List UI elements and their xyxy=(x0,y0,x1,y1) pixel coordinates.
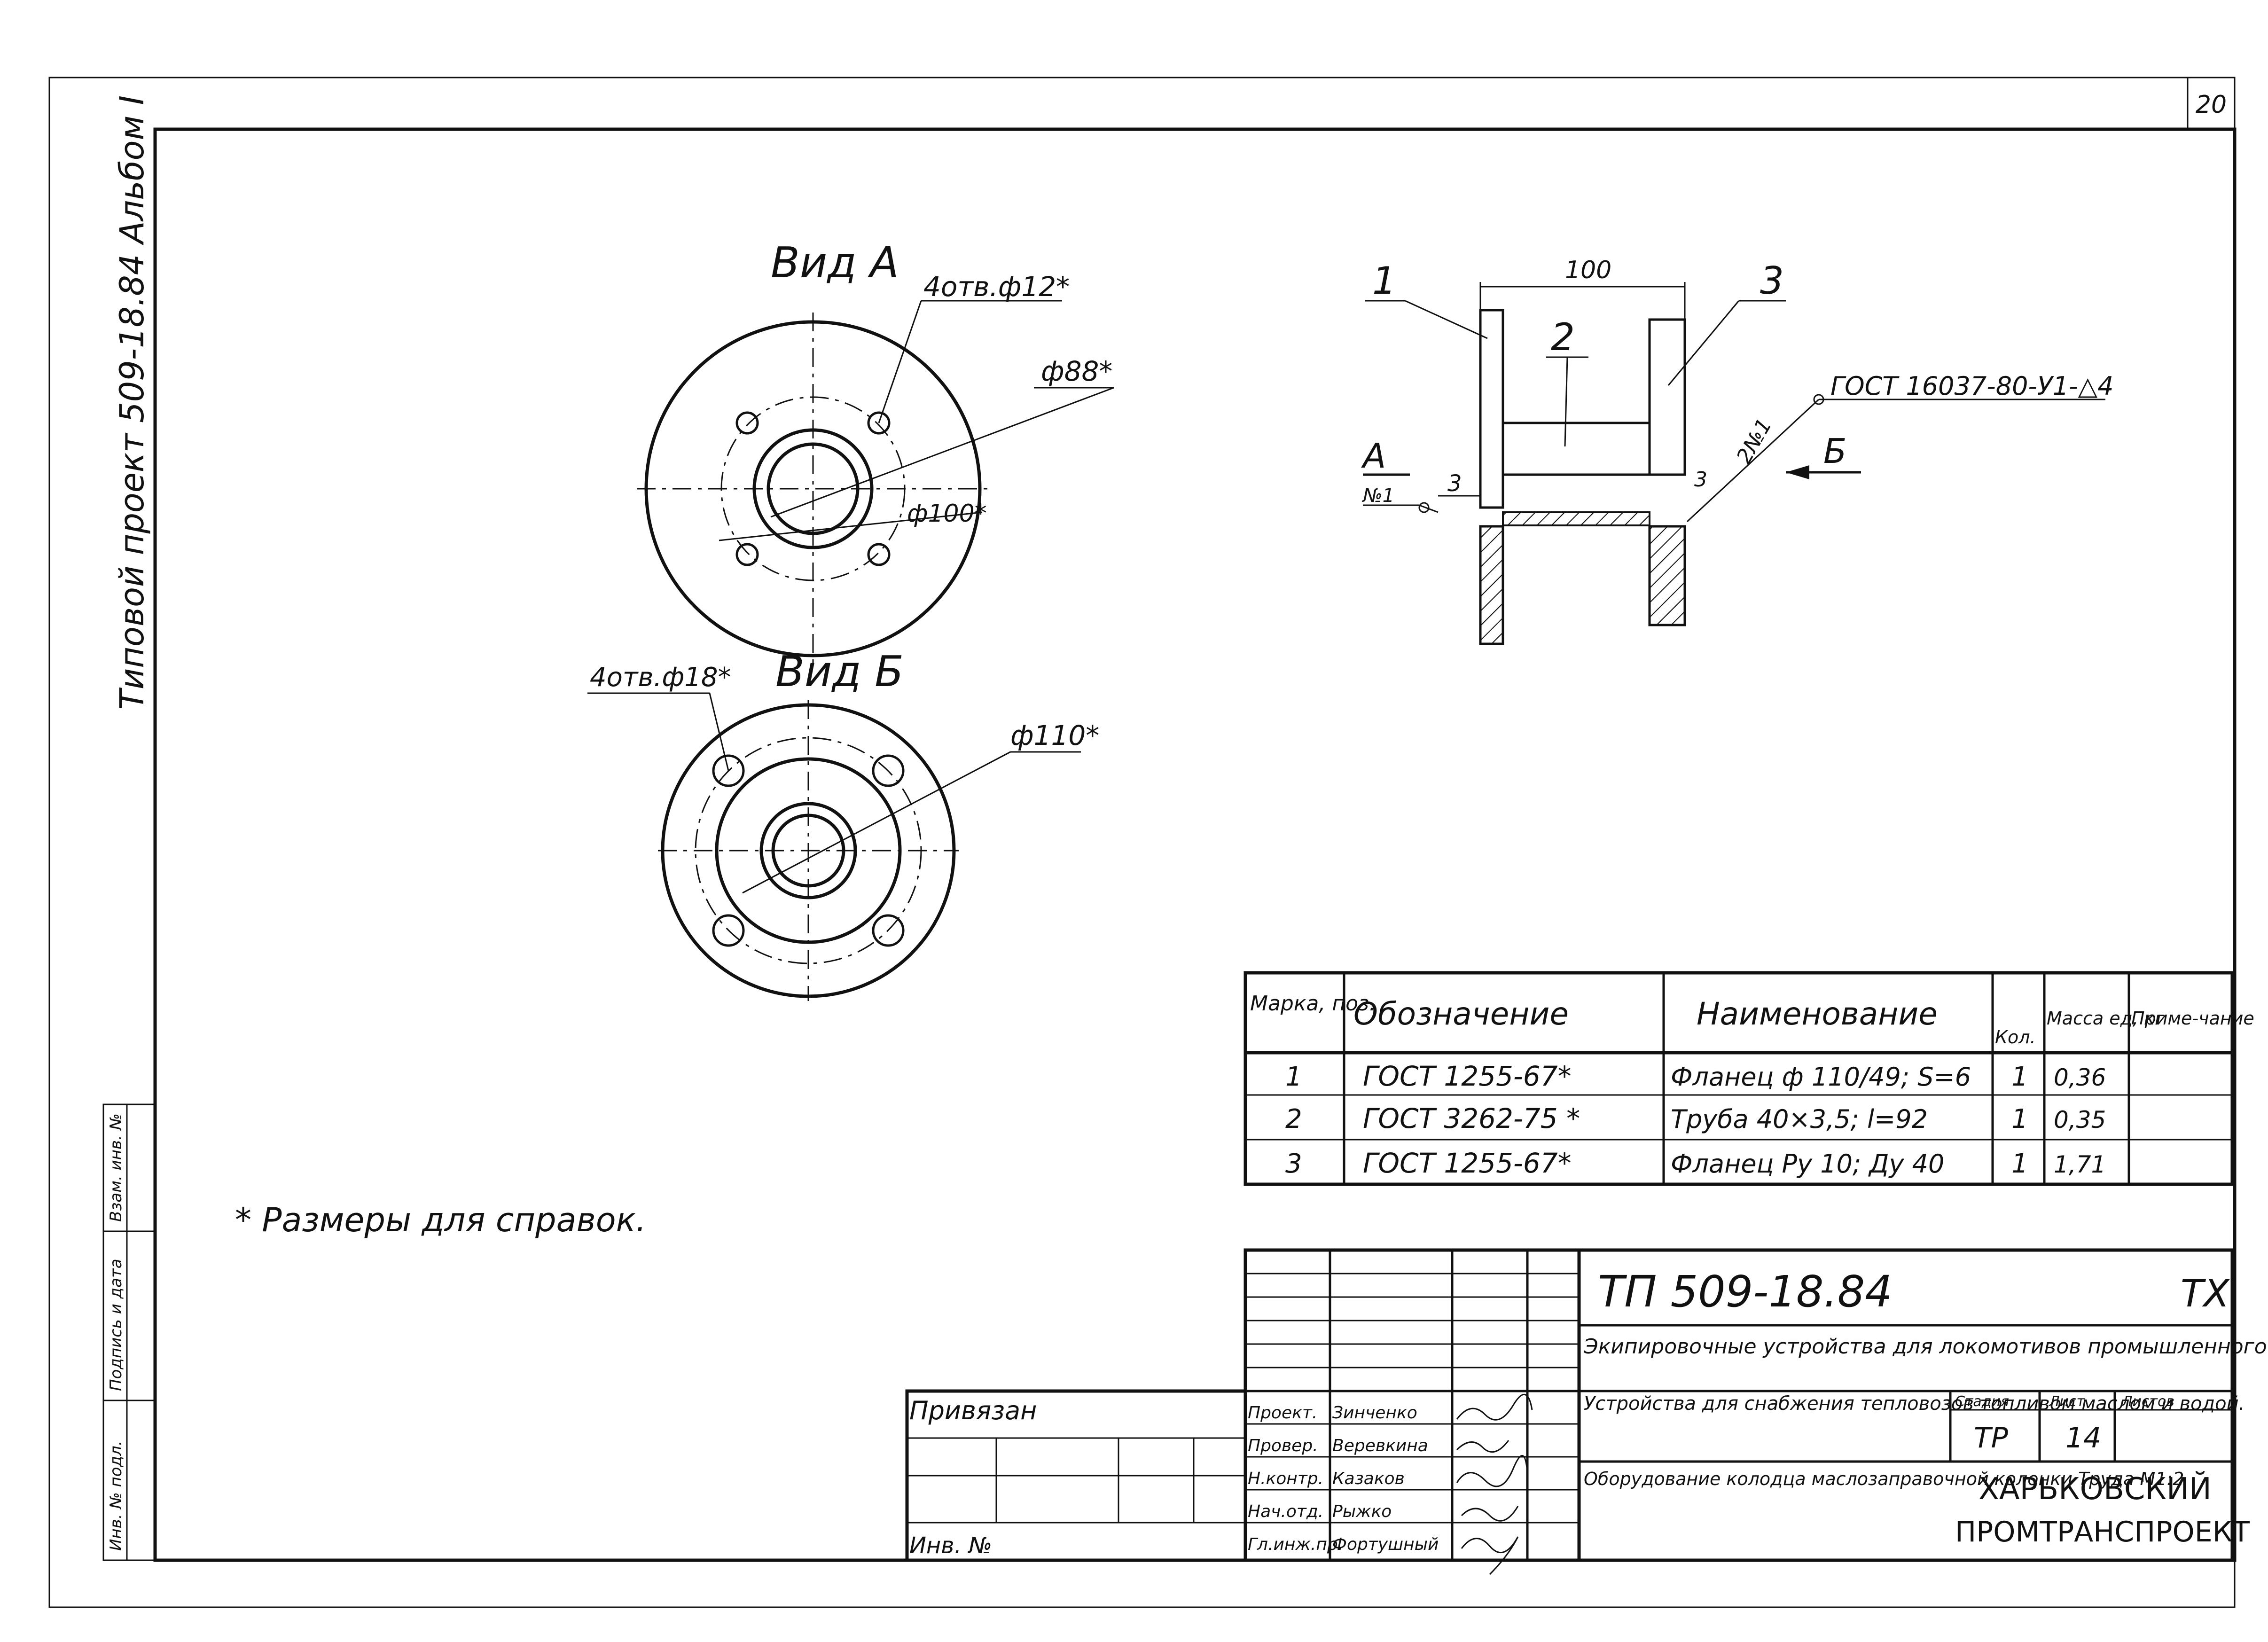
spec-row3-designation: ГОСТ 1255-67* xyxy=(1363,1147,1572,1179)
side-project-label: Типовой проект 509-18.84 Альбом I xyxy=(113,95,151,710)
spec-row1-name: Фланец ф 110/49; S=6 xyxy=(1671,1062,1971,1092)
view-b-title: Вид Б xyxy=(775,647,904,696)
spec-row2-name: Труба 40×3,5; l=92 xyxy=(1671,1104,1928,1134)
spec-header-qty: Кол. xyxy=(1995,1027,2036,1048)
title-line1: Экипировочные устройства для локомотивов… xyxy=(1583,1335,2268,1359)
spec-row2-pos: 2 xyxy=(1285,1104,1302,1134)
title-sheets-label: Листов xyxy=(2121,1393,2174,1410)
title-line2: Устройства для снабжения тепловозов топл… xyxy=(1584,1393,2245,1415)
view-a-d1-label: ф88* xyxy=(1041,355,1112,387)
section-view: 100 1 2 3 ГОСТ 16037-80-У1-△4 2№1 А №1 3… xyxy=(1361,256,2114,645)
spec-row3-qty: 1 xyxy=(2011,1149,2028,1179)
side-field-replace: Взам. инв. № xyxy=(107,1113,125,1222)
section-gap-right: 3 xyxy=(1694,468,1707,492)
side-stamp: Типовой проект 509-18.84 Альбом I Инв. №… xyxy=(102,95,156,1561)
sig-name-3: Казаков xyxy=(1332,1469,1405,1488)
view-a-bolt-holes xyxy=(735,411,891,566)
spec-row1-qty: 1 xyxy=(2011,1062,2028,1092)
sig-role-2: Провер. xyxy=(1248,1436,1318,1455)
sig-name-5: Фортушный xyxy=(1332,1535,1439,1554)
section-arrow-a: А xyxy=(1361,436,1386,476)
spec-header-mass: Масса ед, кг xyxy=(2047,1008,2165,1029)
spec-row1-designation: ГОСТ 1255-67* xyxy=(1363,1060,1572,1092)
inv-no-label: Инв. № xyxy=(909,1533,992,1559)
view-a: Вид А 4отв.ф12* ф88* ф100* xyxy=(637,238,1114,665)
spec-row1-mass: 0,36 xyxy=(2054,1064,2106,1091)
title-org1: ХАРЬКОВСКИЙ xyxy=(1979,1471,2212,1507)
spec-row2-designation: ГОСТ 3262-75 * xyxy=(1363,1102,1580,1134)
spec-row3-pos: 3 xyxy=(1285,1149,1302,1179)
sig-name-4: Рыжко xyxy=(1332,1502,1392,1521)
view-b: Вид Б 4отв.ф18* ф110* xyxy=(587,647,1099,1001)
section-gap-left: 3 xyxy=(1447,470,1462,497)
view-b-holes-label: 4отв.ф18* xyxy=(590,662,731,693)
title-stage-label: Стадия xyxy=(1955,1393,2009,1410)
privyazan-block: Привязан Инв. № xyxy=(905,1389,1247,1562)
reference-note: * Размеры для справок. xyxy=(235,1201,646,1239)
view-b-bolt-holes xyxy=(712,754,905,947)
title-org2: ПРОМТРАНСПРОЕКТ xyxy=(1955,1516,2250,1548)
sig-role-4: Нач.отд. xyxy=(1248,1502,1323,1521)
view-b-d1-label: ф110* xyxy=(1010,719,1099,751)
spec-table: Марка, поз. Обозначение Наименование Кол… xyxy=(1243,971,2254,1186)
sig-name-1: Зинченко xyxy=(1332,1403,1417,1423)
sheet-number: 20 xyxy=(2196,91,2227,119)
privyazan-label: Привязан xyxy=(909,1396,1037,1425)
side-field-sign: Подпись и дата xyxy=(107,1259,125,1391)
sig-role-1: Проект. xyxy=(1248,1403,1317,1423)
title-mark: ТХ xyxy=(2181,1272,2230,1315)
section-pos3: 3 xyxy=(1760,259,1784,303)
view-a-title: Вид А xyxy=(771,238,899,288)
spec-row3-name: Фланец Ру 10; Ду 40 xyxy=(1671,1149,1944,1179)
spec-header-pos: Марка, поз. xyxy=(1250,992,1376,1016)
side-field-inv: Инв. № подл. xyxy=(107,1440,125,1551)
section-pos2: 2 xyxy=(1551,315,1575,359)
spec-row3-mass: 1,71 xyxy=(2054,1151,2106,1178)
title-sheet: 14 xyxy=(2065,1422,2101,1454)
section-weld-std: ГОСТ 16037-80-У1-△4 xyxy=(1830,371,2114,401)
spec-row1-pos: 1 xyxy=(1285,1062,1302,1092)
section-arrow-b: Б xyxy=(1823,431,1846,471)
title-block: ТП 509-18.84 ТХ Экипировочные устройства… xyxy=(1243,1248,2268,1575)
spec-header-designation: Обозначение xyxy=(1353,996,1569,1032)
sig-name-2: Веревкина xyxy=(1332,1436,1428,1455)
view-a-holes-label: 4отв.ф12* xyxy=(923,271,1070,303)
title-code: ТП 509-18.84 xyxy=(1598,1267,1893,1317)
title-sheet-label: Лист xyxy=(2049,1393,2086,1410)
section-arrow-a-sub: №1 xyxy=(1362,485,1394,507)
spec-row2-qty: 1 xyxy=(2011,1104,2028,1134)
spec-row2-mass: 0,35 xyxy=(2054,1106,2106,1134)
title-stage: ТР xyxy=(1974,1422,2009,1454)
spec-header-name: Наименование xyxy=(1697,996,1938,1032)
section-weld2: 2№1 xyxy=(1732,414,1776,468)
view-a-d2-label: ф100* xyxy=(907,500,987,528)
sig-role-5: Гл.инж.пр. xyxy=(1248,1535,1343,1554)
sig-role-3: Н.контр. xyxy=(1248,1469,1323,1488)
title-line3: Оборудование колодца маслозаправочной ко… xyxy=(1584,1469,2184,1489)
spec-header-note: Приме-чание xyxy=(2131,1008,2254,1029)
section-pos1: 1 xyxy=(1372,259,1396,303)
handwritten-signatures xyxy=(1456,1394,1533,1575)
sheet-frame xyxy=(48,77,2237,1608)
section-dim-100: 100 xyxy=(1565,256,1611,284)
